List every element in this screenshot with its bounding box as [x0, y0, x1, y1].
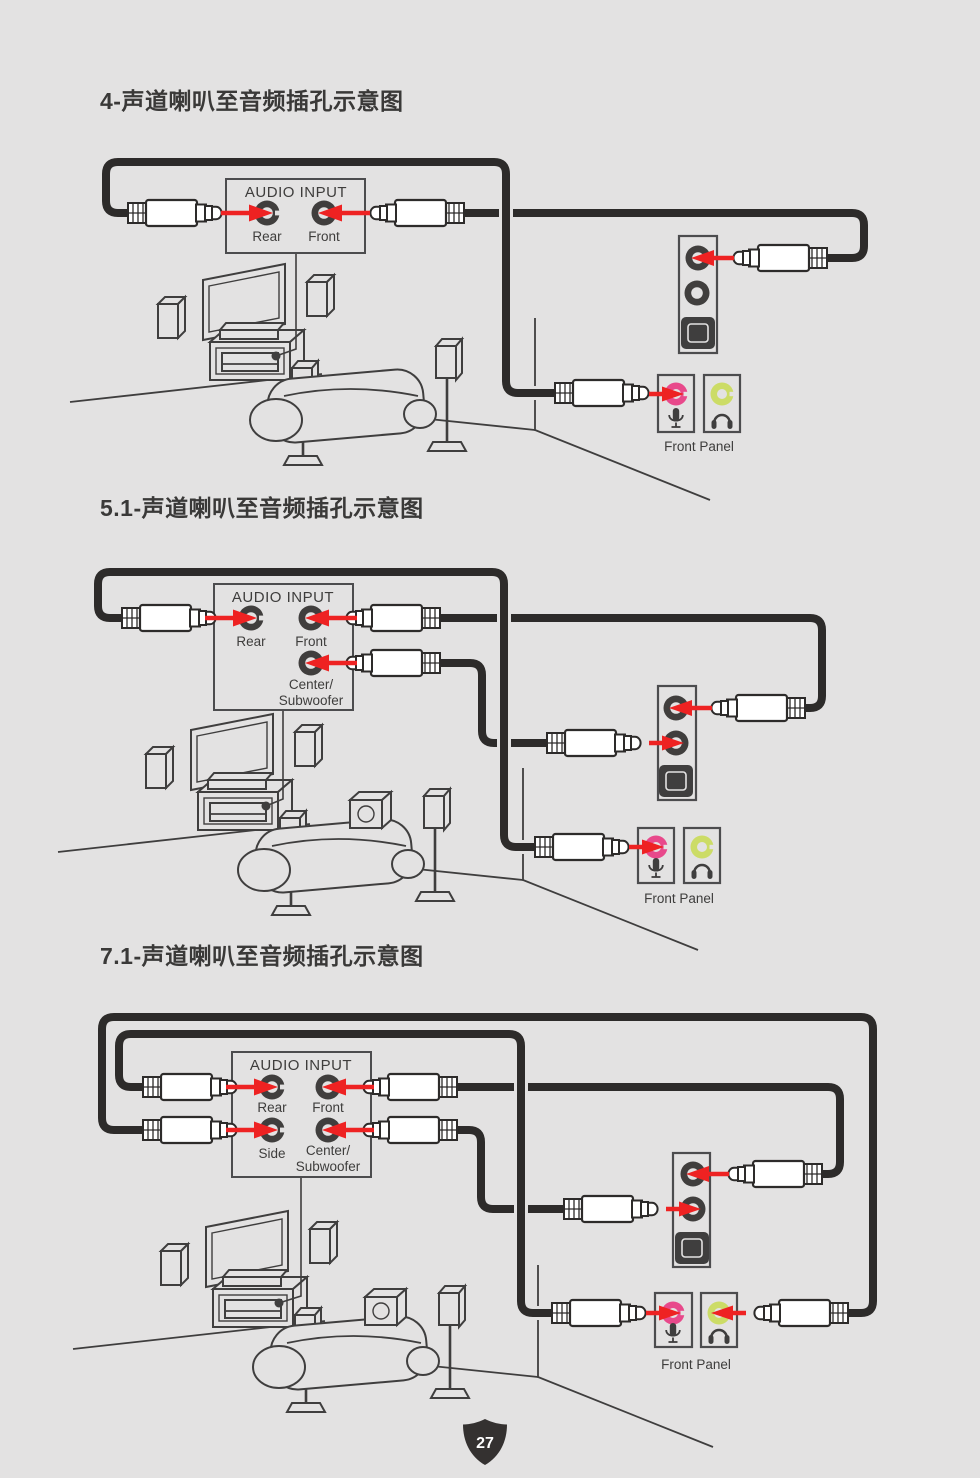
section-title-7-1ch: 7.1-声道喇叭至音频插孔示意图: [100, 943, 424, 969]
room-illustration: [71, 1209, 715, 1449]
audio-plug: [345, 648, 442, 678]
optical-spdif-port-icon: [675, 1232, 709, 1264]
rear-jack-label: Rear: [257, 1100, 287, 1115]
audio-input-title: AUDIO INPUT: [250, 1057, 352, 1074]
rear-jack-label: Rear: [252, 229, 282, 244]
subwoofer-speaker: [364, 1288, 407, 1326]
subwoofer-jack-label: Subwoofer: [279, 693, 344, 708]
front-speaker-cable: [452, 1083, 844, 1178]
front-panel-label: Front Panel: [664, 439, 734, 454]
front-panel: Front Panel: [656, 373, 742, 454]
audio-plug: [345, 603, 442, 633]
audio-plug: [710, 693, 807, 723]
receiver-connection-line: [271, 253, 297, 361]
audio-plug: [533, 832, 630, 862]
front-panel: Front Panel: [636, 826, 722, 906]
audio-plug: [362, 1072, 459, 1102]
rear-speaker-cable: [99, 155, 563, 400]
audio-plug: [362, 1115, 459, 1145]
audio-plug: [550, 1298, 647, 1328]
subwoofer-speaker: [349, 791, 392, 829]
page-number: 27: [476, 1435, 494, 1452]
rear-speaker-cable: [91, 565, 543, 854]
audio-plug: [753, 1298, 850, 1328]
audio-plug: [727, 1159, 824, 1189]
audio-plug: [141, 1115, 238, 1145]
audio-input-box: AUDIO INPUT Rear Front: [225, 178, 366, 254]
audio-plug: [732, 243, 829, 273]
audio-plug: [120, 603, 217, 633]
center-jack-label: Center/: [289, 677, 334, 692]
audio-plug: [545, 728, 642, 758]
center-subwoofer-cable: [435, 659, 552, 747]
audio-plug: [553, 378, 650, 408]
audio-input-box: AUDIO INPUT Rear Front Side Center/ Subw…: [231, 1051, 372, 1178]
diagram-5-1ch: AUDIO INPUT Rear Front Center/ Subwoofer: [56, 565, 826, 952]
front-jack-label: Front: [312, 1100, 344, 1115]
audio-plug: [126, 198, 223, 228]
front-speaker-cable: [435, 614, 826, 712]
audio-input-title: AUDIO INPUT: [232, 589, 334, 606]
audio-plug: [141, 1072, 238, 1102]
audio-input-title: AUDIO INPUT: [245, 184, 347, 201]
front-speaker-cable: [459, 209, 868, 262]
optical-spdif-port-icon: [659, 765, 693, 797]
front-panel-label: Front Panel: [644, 891, 714, 906]
front-panel: Front Panel: [653, 1291, 739, 1372]
front-jack-label: Front: [295, 634, 327, 649]
rear-speaker-cable: [112, 1027, 557, 1320]
diagram-4ch: AUDIO INPUT Rear Front Front Panel: [68, 155, 868, 502]
diagram-7-1ch: AUDIO INPUT Rear Front Side Center/ Subw…: [71, 1010, 880, 1449]
line-in-jack: [684, 280, 710, 306]
audio-plug: [562, 1194, 659, 1224]
section-title-4ch: 4-声道喇叭至音频插孔示意图: [100, 88, 404, 114]
side-jack-label: Side: [258, 1146, 285, 1161]
center-subwoofer-cable: [452, 1126, 569, 1213]
rear-jack-label: Rear: [236, 634, 266, 649]
audio-input-box: AUDIO INPUT Rear Front Center/ Subwoofer: [213, 583, 354, 711]
audio-plug: [369, 198, 466, 228]
optical-spdif-port-icon: [681, 317, 715, 349]
subwoofer-jack-label: Subwoofer: [296, 1159, 361, 1174]
section-title-5-1ch: 5.1-声道喇叭至音频插孔示意图: [100, 495, 424, 521]
center-jack-label: Center/: [306, 1143, 351, 1158]
page-number-shield: 27: [463, 1419, 507, 1465]
receiver-connection-line: [274, 1177, 302, 1308]
receiver-connection-line: [261, 710, 284, 811]
front-jack-label: Front: [308, 229, 340, 244]
side-speaker-cable: [95, 1010, 880, 1320]
front-panel-label: Front Panel: [661, 1357, 731, 1372]
